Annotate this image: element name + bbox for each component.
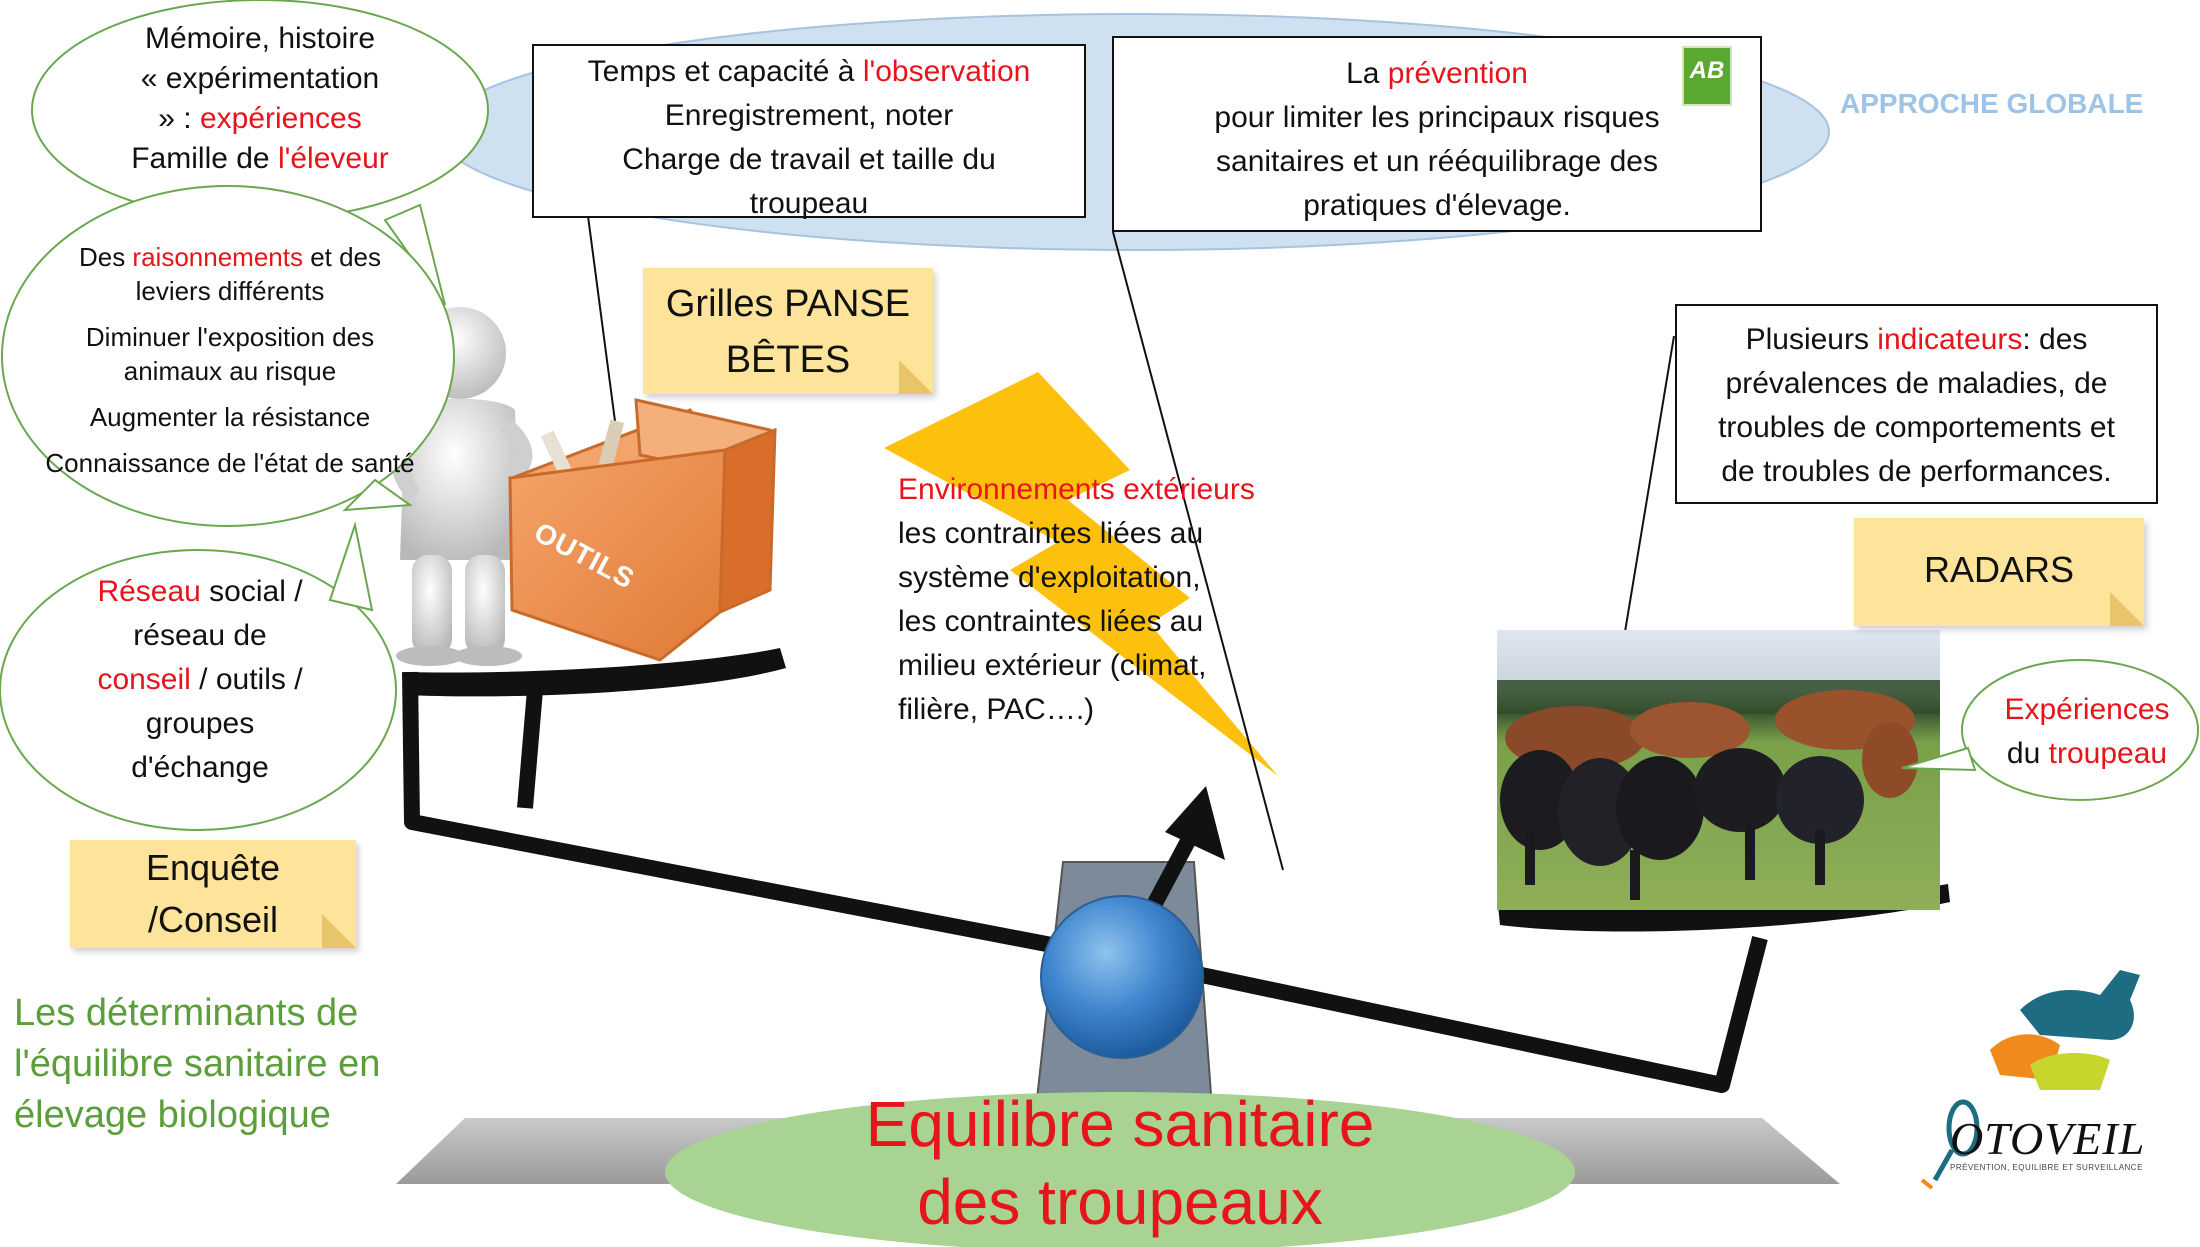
reseau-line-2: réseau de: [133, 619, 267, 652]
grilles-note: Grilles PANSE BÊTES: [643, 268, 933, 394]
experiences-keyword: Expériences: [2004, 693, 2170, 726]
toolbox-illustration: [508, 398, 777, 662]
note-fold: [322, 914, 356, 948]
caption: Les déterminants de l'équilibre sanitair…: [14, 988, 380, 1141]
raisonnements-bubble: Des raisonnements et des leviers différe…: [10, 240, 450, 480]
enquete-line-1: Enquête: [145, 847, 281, 888]
cattle-photo: [1497, 630, 1940, 910]
title-line-2: des troupeaux: [917, 1166, 1323, 1238]
radars-note: RADARS: [1854, 518, 2144, 626]
raisonnements-line-1-end: et des: [302, 242, 382, 272]
experiences-bubble: Expériences du troupeau: [1980, 688, 2194, 776]
memoire-keyword-experiences: expériences: [199, 102, 362, 135]
approche-globale-label: APPROCHE GLOBALE: [1840, 88, 2144, 119]
prevention-line-3: sanitaires et un rééquilibrage des: [1216, 145, 1658, 178]
otoveil-wordmark: OTOVEIL PRÉVENTION, EQUILIBRE ET SURVEIL…: [1950, 1112, 2160, 1172]
troupeau-keyword: troupeau: [2048, 737, 2168, 770]
indicateurs-box: Plusieurs indicateurs: des prévalences d…: [1675, 304, 2158, 504]
prevention-box: La prévention pour limiter les principau…: [1112, 36, 1762, 232]
radars-label: RADARS: [1923, 549, 2075, 590]
raisonnements-line-2: leviers différents: [135, 276, 325, 306]
raisonnements-line-6: Connaissance de l'état de santé: [45, 448, 415, 478]
environnement-line-4: les contraintes liées au: [898, 605, 1204, 638]
reseau-line-5: d'échange: [131, 751, 269, 784]
left-tray: [405, 648, 786, 697]
enquete-line-2: /Conseil: [147, 899, 279, 940]
raisonnements-bubble-shape: [1, 185, 455, 527]
caption-line-1: Les déterminants de: [14, 992, 359, 1034]
reseau-bubble-shape: [0, 549, 397, 831]
reseau-line-3: / outils /: [190, 663, 303, 696]
raisonnements-line-1: Des: [78, 242, 133, 272]
observation-keyword: l'observation: [862, 55, 1031, 88]
pointer-line-indicateurs: [1621, 335, 1675, 651]
diagram-title: Equilibre sanitaire des troupeaux: [690, 1085, 1550, 1241]
reseau-bubble: Réseau social / réseau de conseil / outi…: [40, 570, 360, 790]
rise-arrow-head: [1165, 786, 1225, 860]
observation-line-2: Enregistrement, noter: [664, 99, 954, 132]
experiences-line-2: du: [2006, 737, 2049, 770]
pointer-line-prevention: [1112, 231, 1284, 871]
memoire-line-1: Mémoire, histoire: [144, 22, 376, 55]
fulcrum-ball: [1040, 895, 1204, 1059]
grilles-line-1: Grilles PANSE: [665, 283, 911, 325]
reseau-keyword: Réseau: [97, 575, 201, 608]
caption-line-2: l'équilibre sanitaire en: [14, 1043, 381, 1085]
caption-line-3: élevage biologique: [14, 1094, 331, 1136]
raisonnements-line-4: animaux au risque: [123, 356, 337, 386]
experiences-bubble-shape: [1961, 659, 2199, 801]
note-fold: [899, 360, 933, 394]
seesaw-left-post: [517, 689, 543, 809]
observation-line-4: troupeau: [749, 187, 869, 220]
environnement-line-2: les contraintes liées au: [898, 517, 1204, 550]
indicateurs-line-4: de troubles de performances.: [1721, 455, 2112, 488]
reseau-line-4: groupes: [145, 707, 255, 740]
otoveil-tagline: PRÉVENTION, EQUILIBRE ET SURVEILLANCE: [1950, 1163, 2143, 1172]
environnement-text: Environnements extérieurs les contrainte…: [898, 468, 1318, 732]
indicateurs-line-1: Plusieurs: [1745, 323, 1878, 356]
raisonnements-line-5: Augmenter la résistance: [89, 402, 371, 432]
environnement-line-5: milieu extérieur (climat,: [898, 649, 1207, 682]
grilles-line-2: BÊTES: [725, 339, 851, 381]
raisonnements-line-3: Diminuer l'exposition des: [85, 322, 375, 352]
indicateurs-line-1-end: : des: [2022, 323, 2088, 356]
memoire-line-2: « expérimentation: [140, 62, 380, 95]
environnement-line-6: filière, PAC….): [898, 693, 1095, 726]
lightning-bolt: [884, 372, 1278, 776]
enquete-note: Enquête /Conseil: [70, 840, 356, 948]
otoveil-logo: [1920, 970, 2140, 1190]
environnement-line-3: système d'exploitation,: [898, 561, 1201, 594]
memoire-line-3: » :: [158, 102, 200, 135]
observation-text: Temps et capacité à: [587, 55, 863, 88]
note-fold: [2110, 592, 2144, 626]
observation-line-3: Charge de travail et taille du: [622, 143, 996, 176]
indicateurs-keyword: indicateurs: [1877, 323, 2023, 356]
environnement-heading: Environnements extérieurs: [898, 473, 1255, 506]
memoire-bubble: Mémoire, histoire « expérimentation » : …: [56, 19, 464, 179]
reseau-line-1: social /: [200, 575, 303, 608]
prevention-line-4: pratiques d'élevage.: [1303, 189, 1571, 222]
title-line-1: Equilibre sanitaire: [865, 1088, 1375, 1160]
memoire-line-4: Famille de: [131, 142, 278, 175]
ab-logo-icon: AB: [1682, 46, 1732, 106]
conseil-keyword: conseil: [97, 663, 191, 696]
title-ellipse: [665, 1092, 1575, 1247]
memoire-keyword-eleveur: l'éleveur: [277, 142, 389, 175]
ab-logo-text: AB: [1689, 57, 1725, 84]
indicateurs-line-2: prévalences de maladies, de: [1725, 367, 2108, 400]
prevention-line-2: pour limiter les principaux risques: [1214, 101, 1660, 134]
raisonnements-keyword: raisonnements: [132, 242, 303, 272]
indicateurs-line-3: troubles de comportements et: [1718, 411, 2115, 444]
prevention-keyword: prévention: [1387, 57, 1528, 90]
otoveil-name: OTOVEIL: [1950, 1113, 2146, 1164]
prevention-text: La: [1346, 57, 1388, 90]
observation-box: Temps et capacité à l'observation Enregi…: [532, 44, 1086, 220]
